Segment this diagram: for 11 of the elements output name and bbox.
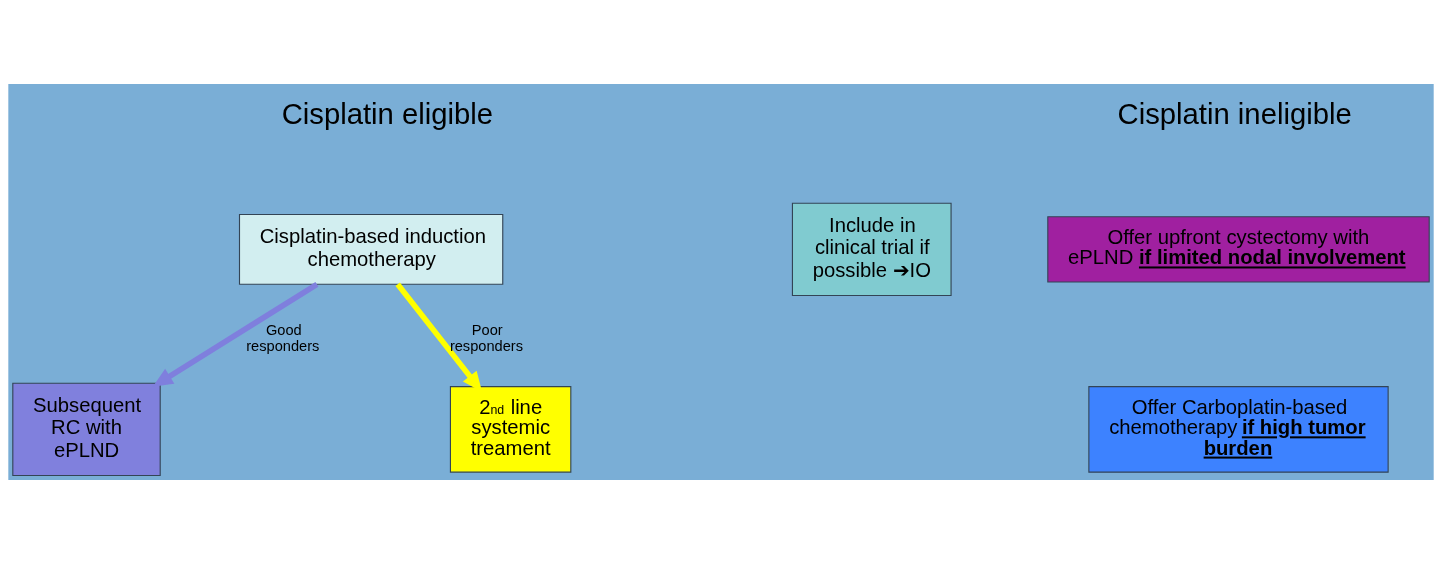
label: Cisplatin eligible [281, 97, 494, 130]
edge-label: Poor responders [449, 321, 523, 354]
arrow [152, 281, 319, 387]
node-box: Subsequent RC with ePLND [12, 382, 161, 476]
node-box: Cisplatin-based induction chemotherapy [238, 213, 504, 285]
node-box: 2nd line systemic treament [449, 385, 572, 473]
node-box: Include in clinical trial if possible ➔IO [791, 202, 952, 296]
label: Cisplatin ineligible [1117, 97, 1352, 130]
node-box: Offer upfront cystectomy with ePLND if limited nodal involvement [1047, 215, 1430, 283]
node-box: Offer Carboplatin-based chemotherapy if high tumor burden [1088, 385, 1389, 473]
edge-label: Good responders [246, 321, 320, 354]
